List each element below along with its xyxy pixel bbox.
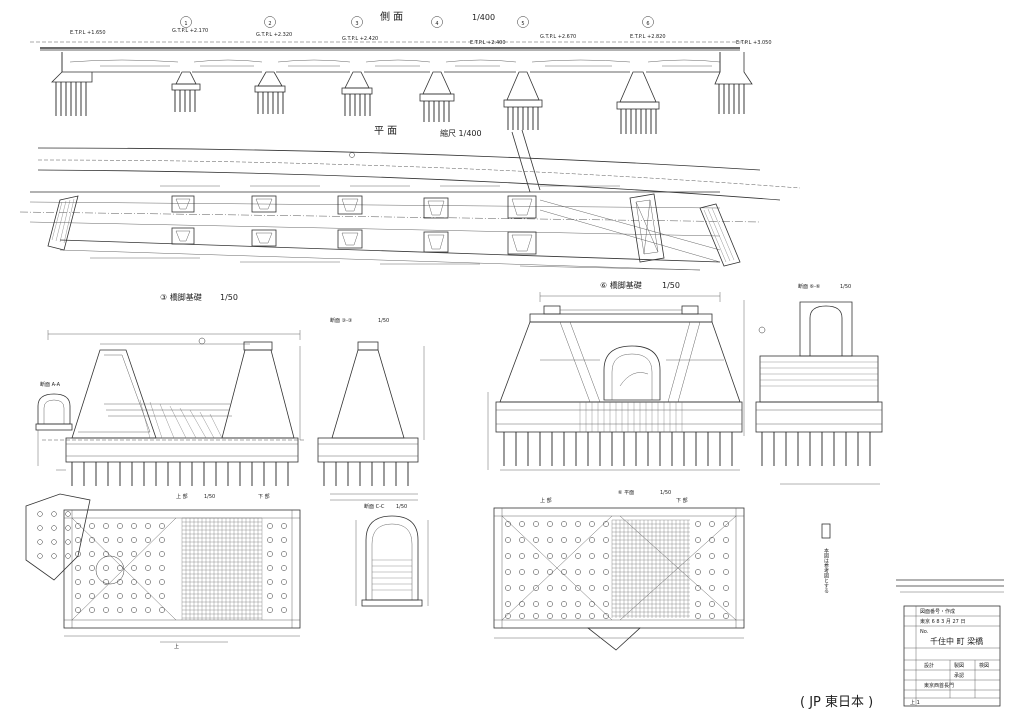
pier3-top-plan-title: 上 部: [176, 493, 188, 500]
pier6-section-title: 断面 ⑥-⑥: [798, 283, 821, 290]
title-block-row-2: 千住中 町 梁橋: [930, 636, 983, 646]
plan-view: 平 面 縮尺 1/400: [19, 126, 801, 271]
title-block-header: 図面番号・作成: [920, 608, 955, 615]
pier6-foundation: ⑥ 橋脚基礎 1/50: [487, 280, 883, 651]
title-block-approval-0: 設計: [924, 662, 934, 669]
pier-marker-label: 2: [268, 21, 271, 27]
title-block: 図面番号・作成 東京 6 8 3 月 27 日 No. 千住中 町 梁橋 設計 …: [896, 579, 1004, 707]
side-pier-5: [503, 71, 543, 130]
title-block-row-0: 東京 6 8 3 月 27 日: [920, 618, 965, 625]
pier6-plan-bottom-label: 下 部: [676, 497, 688, 504]
pier-marker-label: 1: [184, 21, 187, 27]
pier-marker-label: 4: [435, 21, 438, 27]
title-block-approval-1: 製図: [954, 662, 964, 669]
pier3-section-title: 断面 ③-③: [330, 317, 352, 324]
pier-marker-label: 3: [355, 21, 358, 27]
side-pier-2: [254, 71, 286, 114]
side-pier-6: [616, 71, 660, 134]
vertical-note: 本図は参考図とする: [823, 547, 829, 593]
pier3-small-section-scale: 1/50: [396, 504, 407, 510]
elevation-label: E.T.P.L +2.820: [630, 34, 666, 40]
elevation-label: E.T.P.L +3.050: [736, 40, 772, 46]
side-pier-3: [341, 71, 373, 116]
elevation-label: G.T.P.L +2.320: [256, 32, 292, 38]
elevation-label: G.T.P.L +2.670: [540, 34, 576, 40]
title-block-footer: 上 1: [910, 699, 920, 706]
side-pier-1: [171, 71, 201, 112]
side-view-scale: 1/400: [472, 13, 495, 22]
pier3-title: ③ 橋脚基礎: [160, 292, 202, 302]
pier-marker-4: [431, 16, 443, 28]
jp-east-stamp: ( JP 東日本 ): [800, 694, 873, 710]
title-block-office: 東京西首長門: [924, 682, 954, 689]
elevation-label: E.T.P.L +1.650: [70, 30, 106, 36]
title-block-approval-3: 承認: [954, 672, 964, 679]
pier-marker-label: 6: [646, 21, 649, 27]
pier6-plan-title: ⑥ 平面: [618, 490, 634, 496]
side-view-title: 側 面: [380, 10, 403, 23]
svg-text:上: 上: [174, 643, 179, 650]
plan-footings: [171, 193, 665, 263]
pier6-section-scale: 1/50: [840, 284, 851, 290]
pier3-small-section-title: 断面 C-C: [364, 503, 385, 510]
pier3-section-scale: 1/50: [378, 318, 389, 324]
pier-marker-2: [264, 16, 276, 28]
pier3-scale: 1/50: [220, 293, 238, 302]
elevation-label: G.T.P.L +2.170: [172, 28, 208, 34]
pier6-title: ⑥ 橋脚基礎: [600, 280, 642, 290]
plan-view-scale: 縮尺 1/400: [440, 128, 482, 138]
pier3-top-plan-scale: 1/50: [204, 494, 215, 500]
pier3-foundation: ③ 橋脚基礎 1/50: [25, 292, 429, 650]
pier-marker-3: [351, 16, 363, 28]
pier-marker-6: [642, 16, 654, 28]
title-block-approval-2: 検図: [979, 662, 989, 669]
elevation-label: E.T.P.L +2.400: [470, 40, 506, 46]
pier6-plan-top-label: 上 部: [540, 497, 552, 504]
pier6-scale: 1/50: [662, 281, 680, 290]
pier3-bottom-plan-title: 下 部: [258, 493, 270, 500]
side-view: 側 面 1/400: [30, 10, 772, 134]
pier-number-markers: 1 2 3 4 5 6: [180, 16, 654, 28]
elevation-label: G.T.P.L +2.420: [342, 36, 378, 42]
svg-text:断面 A-A: 断面 A-A: [40, 381, 61, 388]
pier-marker-5: [517, 16, 529, 28]
pier6-plan-scale: 1/50: [660, 490, 671, 496]
pier-marker-label: 5: [521, 21, 524, 27]
pier-marker-1: [180, 16, 192, 28]
title-block-row-1: No.: [920, 629, 929, 635]
plan-view-title: 平 面: [374, 126, 397, 137]
side-pier-4: [419, 71, 455, 122]
